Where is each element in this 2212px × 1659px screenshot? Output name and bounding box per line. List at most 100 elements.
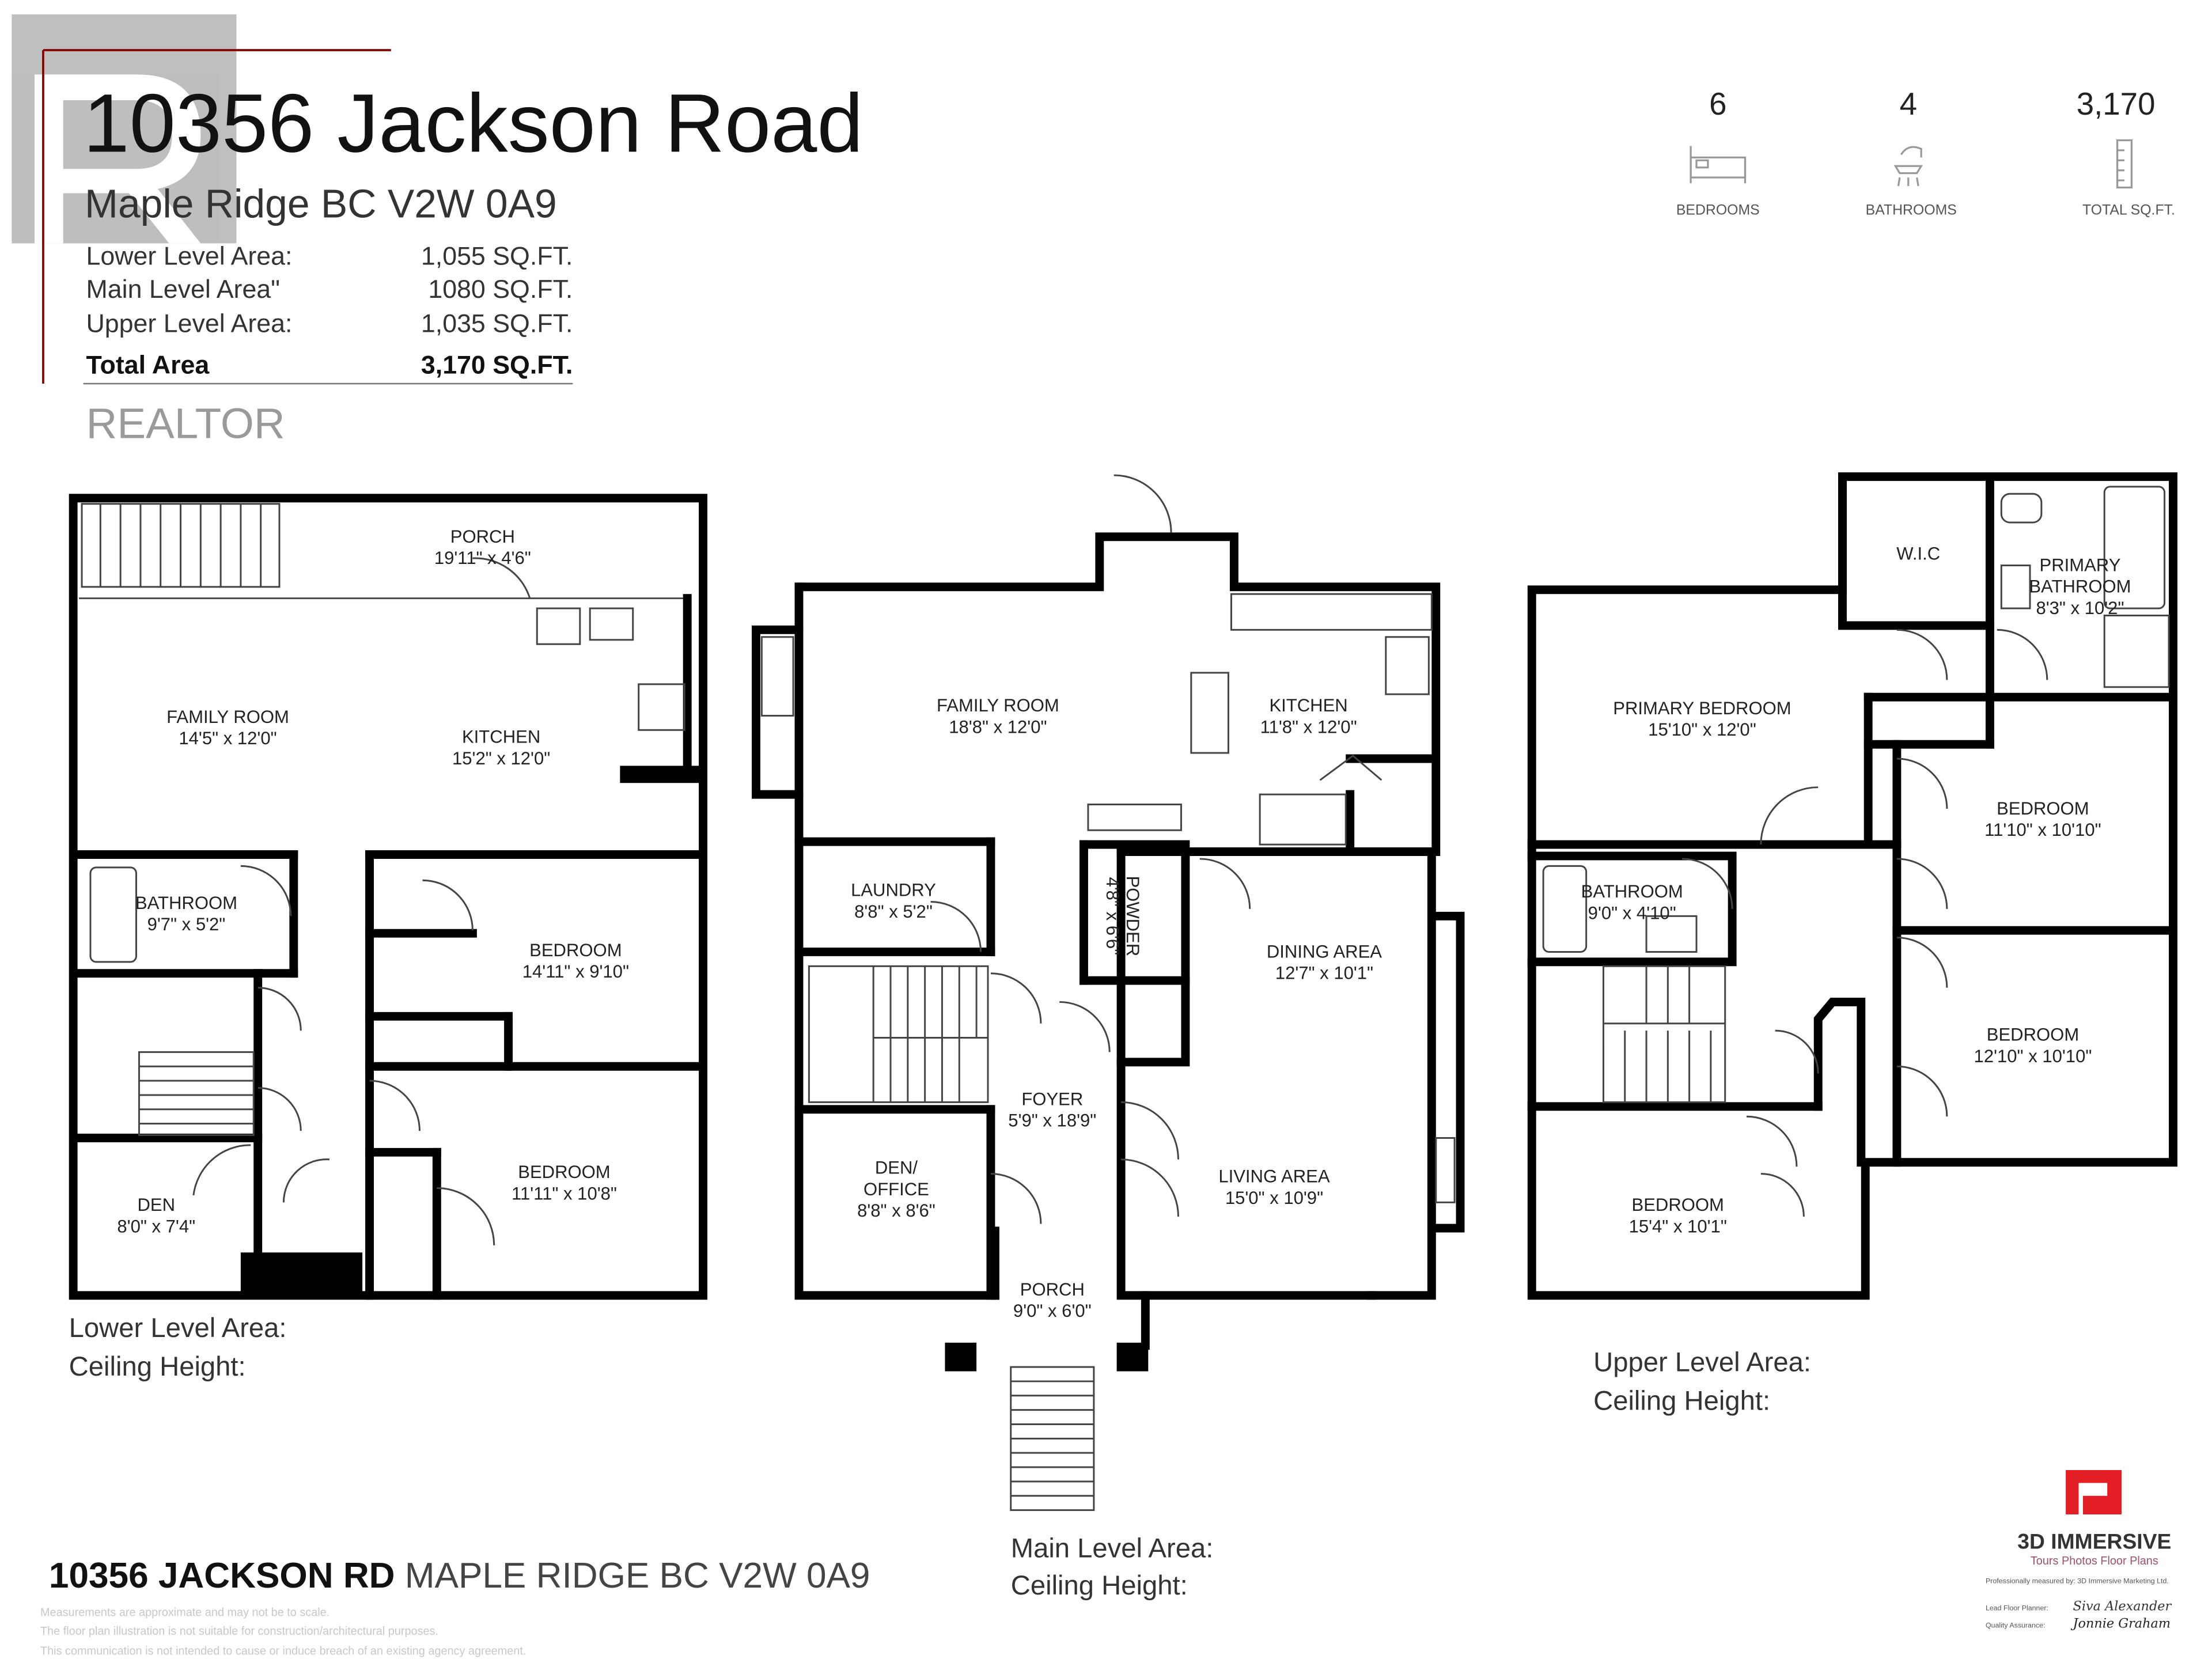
brand-block: 3D IMMERSIVE Tours Photos Floor Plans Pr… (1986, 1469, 2172, 1631)
room-main-porch-name: PORCH (1020, 1279, 1085, 1300)
disclaimer-1: Measurements are approximate and may not… (40, 1606, 329, 1619)
realtor-text: REALTOR (86, 399, 285, 447)
room-main-family-name: FAMILY ROOM (937, 695, 1059, 715)
realtor-watermark (12, 14, 237, 244)
brand-lead-signature: Siva Alexander (2073, 1599, 2172, 1614)
room-lower-bathroom-dim: 9'7" x 5'2" (147, 914, 226, 934)
upper-area-label: Upper Level Area: (1593, 1347, 1811, 1378)
footer-address-rest: MAPLE RIDGE BC V2W 0A9 (405, 1556, 870, 1596)
room-upper-primary-bed-dim: 15'10" x 12'0" (1648, 719, 1756, 740)
lower-ceiling-label: Ceiling Height: (69, 1351, 246, 1382)
room-upper-bedroom2-name: BEDROOM (1987, 1025, 2079, 1045)
upper-fixtures (1542, 486, 2170, 1217)
area-value-main: 1080 SQ.FT. (428, 275, 573, 304)
room-main-porch-dim: 9'0" x 6'0" (1013, 1301, 1092, 1321)
room-main-dining-dim: 12'7" x 10'1" (1275, 963, 1373, 983)
room-upper-bedroom1-name: BEDROOM (1997, 798, 2089, 819)
upper-level-plan: W.I.C PRIMARY BATHROOM 8'3" x 10'2" PRIM… (1527, 472, 2177, 1416)
lower-walls (69, 494, 707, 1300)
room-main-den-name2: OFFICE (863, 1179, 929, 1199)
room-main-living-dim: 15'0" x 10'9" (1225, 1188, 1323, 1208)
brand-qa-signature: Jonnie Graham (2071, 1616, 2171, 1631)
brand-lead-label: Lead Floor Planner: (1986, 1604, 2048, 1612)
upper-walls (1527, 472, 2177, 1300)
area-summary: Lower Level Area: 1,055 SQ.FT. Main Leve… (83, 243, 573, 385)
room-lower-porch-dim: 19'11" x 4'6" (434, 548, 531, 568)
disclaimer-3: This communication is not intended to ca… (40, 1645, 526, 1658)
realtor-r-icon (35, 74, 201, 244)
stat-bedrooms: 6 BEDROOMS (1676, 86, 1760, 218)
room-lower-bedroom1-name: BEDROOM (529, 940, 622, 960)
stat-bathrooms-label: BATHROOMS (1866, 203, 1957, 218)
stat-sqft-value: 3,170 (2077, 86, 2156, 122)
total-area-label: Total Area (86, 351, 210, 380)
upper-ceiling-label: Ceiling Height: (1593, 1386, 1770, 1416)
stat-bedrooms-value: 6 (1709, 86, 1726, 122)
room-main-powder-name: POWDER (1123, 876, 1143, 956)
lower-stairs-icon (81, 503, 281, 1137)
stat-bathrooms-value: 4 (1900, 86, 1917, 122)
room-main-foyer-name: FOYER (1021, 1089, 1083, 1109)
room-upper-bedroom3-name: BEDROOM (1632, 1195, 1724, 1215)
room-main-den-dim: 8'8" x 8'6" (857, 1200, 935, 1221)
main-fixtures (760, 474, 1456, 1224)
room-main-kitchen-name: KITCHEN (1269, 695, 1347, 715)
room-lower-bedroom2-name: BEDROOM (518, 1162, 610, 1182)
area-value-lower: 1,055 SQ.FT. (421, 243, 573, 271)
room-main-laundry-name: LAUNDRY (851, 880, 936, 900)
page-title: 10356 Jackson Road (84, 77, 863, 169)
room-main-laundry-dim: 8'8" x 5'2" (854, 902, 933, 922)
room-main-kitchen-dim: 11'8" x 12'0" (1260, 717, 1357, 737)
disclaimer-2: The floor plan illustration is not suita… (40, 1625, 438, 1638)
footer-address-bold: 10356 JACKSON RD (49, 1556, 395, 1596)
room-main-living-name: LIVING AREA (1218, 1166, 1330, 1187)
stat-sqft-label: TOTAL SQ.FT. (2082, 203, 2175, 218)
room-upper-bedroom1-dim: 11'10" x 10'10" (1984, 820, 2101, 840)
brand-qa-label: Quality Assurance: (1986, 1621, 2045, 1629)
total-area-value: 3,170 SQ.FT. (421, 351, 573, 380)
room-lower-porch-name: PORCH (450, 527, 515, 547)
room-lower-bedroom1-dim: 14'11" x 9'10" (522, 961, 629, 982)
area-label-main: Main Level Area" (86, 275, 281, 304)
brand-logo-icon (2066, 1469, 2122, 1515)
room-lower-den-dim: 8'0" x 7'4" (117, 1216, 195, 1236)
stat-bathrooms: 4 BATHROOMS (1866, 86, 1957, 218)
room-main-powder-dim: 4'8" x 6'6" (1103, 877, 1123, 955)
area-value-upper: 1,035 SQ.FT. (421, 309, 573, 338)
room-lower-family-name: FAMILY ROOM (166, 707, 289, 727)
room-upper-bathroom-name: BATHROOM (1581, 881, 1683, 902)
bed-icon (1690, 146, 1747, 184)
lower-fixtures (89, 557, 685, 1245)
lower-area-label: Lower Level Area: (69, 1313, 287, 1343)
main-ceiling-label: Ceiling Height: (1011, 1570, 1188, 1601)
ruler-icon (2116, 139, 2133, 189)
room-lower-kitchen-dim: 15'2" x 12'0" (452, 748, 550, 768)
room-upper-bedroom2-dim: 12'10" x 10'10" (1974, 1046, 2092, 1066)
stat-total-sqft: 3,170 TOTAL SQ.FT. (2077, 86, 2175, 218)
stat-bedrooms-label: BEDROOMS (1676, 203, 1760, 218)
room-upper-primary-bath-name2: BATHROOM (2029, 577, 2131, 597)
room-lower-den-name: DEN (137, 1195, 175, 1215)
room-upper-bathroom-dim: 9'0" x 4'10" (1588, 903, 1676, 923)
lower-level-plan: PORCH 19'11" x 4'6" FAMILY ROOM 14'5" x … (69, 494, 707, 1382)
room-upper-wic-name: W.I.C (1896, 544, 1940, 564)
room-main-family-dim: 18'8" x 12'0" (949, 717, 1047, 737)
room-lower-bathroom-name: BATHROOM (135, 893, 237, 913)
room-lower-family-dim: 14'5" x 12'0" (179, 728, 276, 748)
room-upper-primary-bed-name: PRIMARY BEDROOM (1613, 698, 1791, 718)
room-main-den-name: DEN/ (875, 1158, 918, 1178)
shower-icon (1893, 146, 1923, 187)
room-main-dining-name: DINING AREA (1267, 941, 1382, 961)
area-label-upper: Upper Level Area: (86, 309, 293, 338)
room-lower-kitchen-name: KITCHEN (462, 727, 540, 747)
brand-name: 3D IMMERSIVE (2017, 1529, 2171, 1554)
area-label-lower: Lower Level Area: (86, 243, 293, 271)
room-upper-primary-bath-name: PRIMARY (2040, 555, 2121, 575)
room-main-foyer-dim: 5'9" x 18'9" (1008, 1111, 1096, 1131)
footer-address: 10356 JACKSON RD MAPLE RIDGE BC V2W 0A9 (49, 1556, 870, 1596)
page-subtitle: Maple Ridge BC V2W 0A9 (85, 181, 557, 226)
main-area-label: Main Level Area: (1011, 1533, 1214, 1564)
brand-tagline: Tours Photos Floor Plans (2031, 1555, 2158, 1567)
upper-stairs-icon (1603, 965, 1726, 1103)
